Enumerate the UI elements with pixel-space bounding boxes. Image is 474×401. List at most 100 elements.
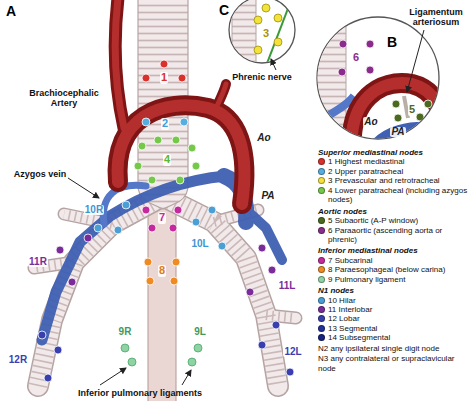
legend-swatch [318,306,325,313]
legend-text: 8 Paraesophageal (below carina) [328,265,445,274]
legend-text: 3 Prevascular and retrotracheal [328,176,440,185]
legend-swatch [318,266,325,273]
legend-text: 7 Subcarinal [328,256,372,265]
legend-heading: N1 nodes [318,286,471,295]
illustration-part [142,74,150,82]
illustration-part [114,226,122,234]
illustration-part [170,277,178,285]
legend-note: N3 any contralateral or supraclavicular … [318,354,471,373]
legend-text: 14 Subsegmental [328,333,390,342]
illustration-part [134,162,142,170]
legend-entry: 10 Hilar [318,296,471,305]
vessel-label: PA [390,127,405,138]
illustration-part [392,100,432,122]
legend-entry: 1 Highest mediastinal [318,157,471,166]
structure-label: Brachiocephalic Artery [28,88,100,109]
illustration-part [115,0,124,128]
legend-note: N2 any ipsilateral single digit node [318,344,471,353]
panel-letter: A [6,3,16,19]
legend-text: 9 Pulmonary ligament [328,275,405,284]
legend-entry: 5 Subaortic (A-P window) [318,216,471,225]
illustration-part [194,344,202,352]
illustration-part [182,370,191,385]
legend-text: 2 Upper paratracheal [328,167,403,176]
illustration-part [286,368,294,376]
illustration-part [254,4,282,54]
legend-entry: 7 Subcarinal [318,256,471,265]
panel-a [34,0,296,401]
illustration-part [122,201,130,209]
illustration-part [174,206,182,214]
callout-number: 3 [262,28,270,40]
illustration-part [94,224,102,232]
illustration-part [56,234,276,296]
illustration-part [94,201,226,250]
illustration-part [366,40,374,48]
illustration-part [188,358,196,366]
illustration-part [148,224,156,232]
callout-number: 11L [278,281,297,292]
legend-swatch [318,217,325,224]
illustration-part [271,59,276,70]
callout-number: 12L [283,347,302,358]
illustration-part [38,321,294,382]
legend-entry: 11 Interlobar [318,305,471,314]
callout-number: 7 [158,212,166,224]
illustration-part [274,38,282,46]
illustration-part [42,176,226,340]
legend-entry: 3 Prevascular and retrotracheal [318,176,471,185]
structure-label: Azygos vein [14,169,67,179]
illustration-part [352,83,445,152]
legend-heading: Aortic nodes [318,207,471,216]
illustration-part [268,266,276,274]
legend-text: 4 Lower paratracheal (including azygos n… [328,186,471,205]
callout-number: 6 [352,52,360,64]
illustration-part [218,242,226,250]
legend-swatch [318,297,325,304]
legend-heading: Superior mediastinal nodes [318,148,471,157]
illustration-part [118,105,245,204]
legend-entry: 4 Lower paratracheal (including azygos n… [318,186,471,205]
legend-panel: Superior mediastinal nodes1 Highest medi… [318,146,471,373]
illustration-part [339,40,347,48]
legend-swatch [318,177,325,184]
legend-swatch [318,158,325,165]
callout-number: 5 [408,104,416,116]
illustration-part [148,176,156,184]
callout-number: 1 [160,72,168,84]
illustration-part [172,258,180,266]
illustration-part [392,100,400,108]
illustration-part [115,0,124,128]
illustration-part [38,331,46,339]
illustration-part [54,346,62,354]
illustration-part [142,206,150,214]
illustration-part [34,200,296,386]
panel-letter: B [387,34,397,50]
illustration-part [134,136,200,184]
structure-label: Phrenic nerve [232,72,292,82]
illustration-part [180,118,188,126]
illustration-part [232,0,292,75]
illustration-part [352,83,445,152]
illustration-part [142,206,182,232]
legend-entry: 8 Paraesophageal (below carina) [318,265,471,274]
illustration-part [144,258,152,266]
illustration-part [407,30,424,92]
callout-number: 12R [8,355,28,366]
callout-number: 10L [190,239,209,250]
legend-text: 12 Lobar [328,314,360,323]
illustration-part [338,68,346,76]
callout-number: 4 [163,154,171,166]
illustration-part [68,178,191,385]
legend-entry: 2 Upper paratracheal [318,167,471,176]
illustration-part [34,200,296,386]
illustration-part [416,113,424,121]
illustration-part [148,190,176,401]
legend-text: 1 Highest mediastinal [328,157,404,166]
illustration-part [169,224,177,232]
illustration-part [262,4,270,12]
illustration-part [68,278,76,286]
illustration-part [258,341,266,349]
